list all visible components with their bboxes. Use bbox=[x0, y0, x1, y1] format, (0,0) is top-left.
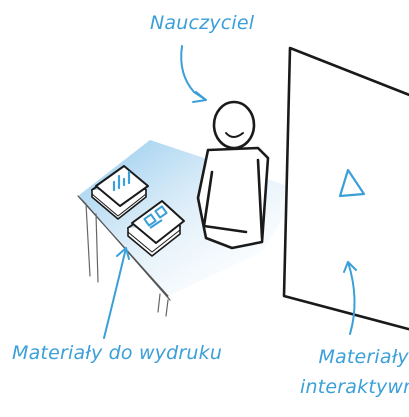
arrow-teacher bbox=[181, 46, 206, 102]
print-materials-label-text: Materiały do wydruku bbox=[12, 342, 222, 364]
desk-leg-left bbox=[86, 204, 98, 282]
interactive-board bbox=[284, 48, 409, 330]
teacher-head bbox=[214, 102, 254, 148]
desk-leg-right bbox=[158, 294, 168, 316]
arrow-print-materials bbox=[104, 248, 129, 338]
teacher-figure bbox=[198, 102, 268, 248]
teacher-label-text: Nauczyciel bbox=[150, 12, 254, 34]
interactive-materials-label: Materiały interaktywne bbox=[300, 342, 409, 402]
print-materials-label: Materiały do wydruku bbox=[12, 342, 222, 364]
interactive-materials-line2: interaktywne bbox=[300, 372, 409, 402]
interactive-materials-line1: Materiały bbox=[300, 342, 409, 372]
teacher-label: Nauczyciel bbox=[150, 12, 254, 34]
